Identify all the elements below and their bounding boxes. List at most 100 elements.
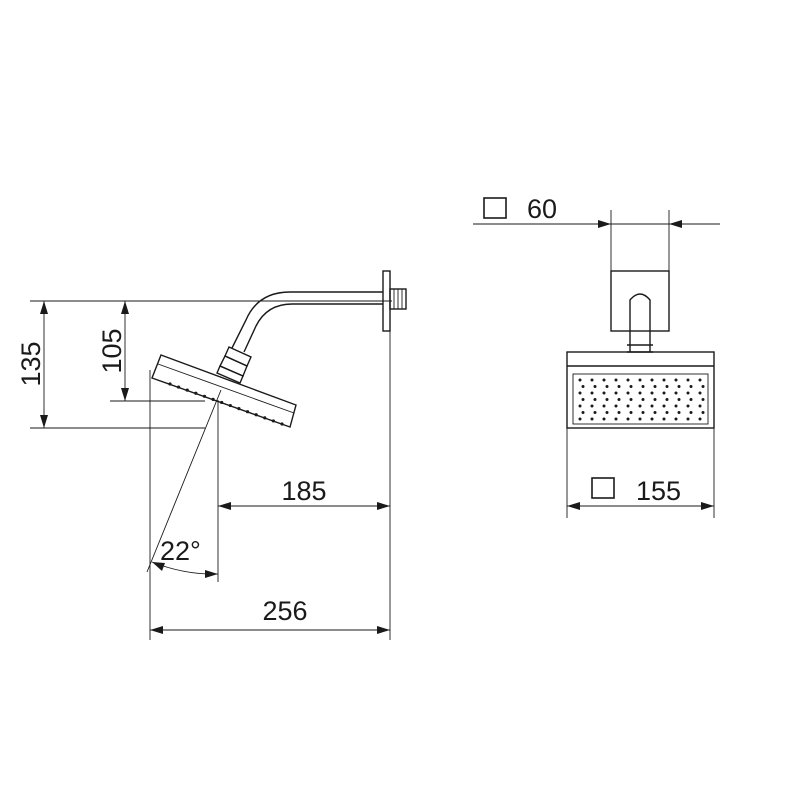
nozzle-dot [602,391,606,395]
nozzle-dot [698,404,702,408]
square-symbol-icon [591,477,615,499]
front-view: 60 155 [473,194,720,518]
nozzle-dot [602,378,606,382]
dim-label-155: 155 [636,476,681,506]
front-flange [610,270,670,332]
nozzle-dot [177,385,181,389]
thread-stub [389,288,407,310]
front-arm [627,293,653,353]
dim-height-head: 105 [97,301,129,401]
nozzle-dot [653,385,657,388]
nozzle-dot [237,407,241,411]
nozzle-dot [626,391,630,395]
nozzle-dot [638,404,642,408]
nozzle-dot [202,394,207,398]
nozzle-dot [626,404,630,408]
nozzle-dot [593,411,597,414]
nozzle-dot [590,391,594,395]
nozzle-dot [280,422,284,426]
nozzle-dot [686,378,690,382]
nozzle-dot [254,413,258,417]
nozzle-dot [662,391,666,395]
dim-label-60: 60 [527,194,557,224]
dim-label-135: 135 [16,341,46,386]
nozzle-dot [689,385,693,388]
nozzle-dot [228,403,232,408]
nozzle-dot [653,398,657,401]
nozzle-dot [578,404,582,408]
nozzle-dot [245,410,250,414]
nozzle-dot [605,385,609,388]
ball-joint [216,346,252,384]
dim-label-185: 185 [281,476,326,506]
dim-height-total: 135 [16,301,48,428]
nozzle-dot [638,378,642,382]
nozzle-dot [617,411,621,414]
nozzle-dot [626,378,630,382]
nozzle-dot [665,385,669,388]
nozzle-dot [677,398,681,401]
nozzle-dot [686,404,690,408]
shower-head-front [566,351,715,429]
nozzle-dot [605,411,609,414]
nozzle-dot [677,385,681,388]
nozzle-dot [271,419,275,423]
nozzle-dot [578,391,582,395]
nozzle-dot [641,398,645,401]
nozzle-dot [590,404,594,408]
nozzle-dot [626,417,630,421]
nozzle-dot [662,378,666,382]
nozzle-dot [593,385,597,388]
nozzle-dot [701,385,705,388]
nozzle-dot [593,398,597,401]
nozzle-dot [650,391,654,395]
nozzle-dot [686,417,690,421]
dim-reach-joint: 185 [218,476,390,510]
nozzle-dot [650,378,654,382]
nozzle-dot [602,417,606,421]
nozzle-dot [701,398,705,401]
nozzle-dot [662,404,666,408]
shower-head-side [151,354,297,428]
nozzle-dot [578,417,582,421]
nozzle-dot [650,404,654,408]
nozzle-dot [581,398,585,401]
nozzle-dot [698,378,702,382]
nozzle-dot [617,385,621,388]
nozzle-dot [194,391,198,395]
nozzle-dot [674,417,678,421]
nozzle-dot [211,397,215,401]
dim-flange-size: 60 [473,194,720,228]
nozzle-dot [689,398,693,401]
nozzle-dot [614,391,618,395]
nozzle-dot [578,378,582,382]
nozzle-dot [168,382,172,386]
nozzle-dot [665,411,669,414]
nozzle-dot [653,411,657,414]
nozzle-dot [590,417,594,421]
nozzle-dot [602,404,606,408]
dim-tilt-angle: 22° [151,536,219,578]
nozzle-dot [701,411,705,414]
nozzle-dot [677,411,681,414]
nozzle-dot [638,391,642,395]
side-view: 135 105 185 256 22° [16,270,407,640]
dim-head-size: 155 [567,476,714,510]
nozzle-dot [629,385,633,388]
nozzle-dot [605,398,609,401]
front-nozzles [578,378,705,421]
nozzle-dot [641,411,645,414]
side-nozzles [168,382,284,426]
dim-label-22: 22° [160,536,201,566]
nozzle-dot [614,378,618,382]
nozzle-dot [698,417,702,421]
nozzle-dot [185,388,189,392]
nozzle-dot [662,417,666,421]
dim-label-256: 256 [262,596,307,626]
nozzle-dot [650,417,654,421]
nozzle-dot [686,391,690,395]
nozzle-dot [590,378,594,382]
dim-label-105: 105 [97,328,127,373]
nozzle-dot [581,385,585,388]
